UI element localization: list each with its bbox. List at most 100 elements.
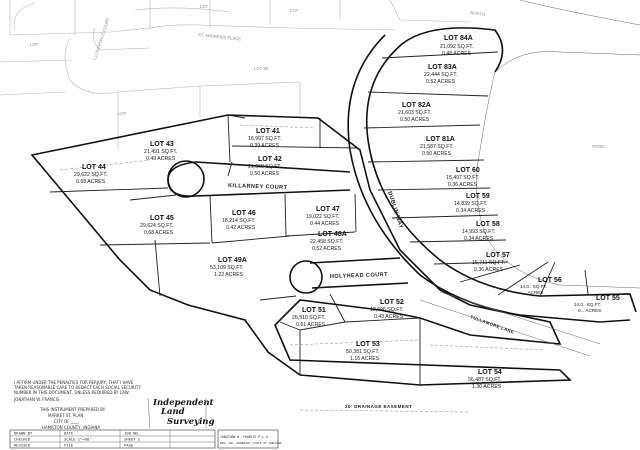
lot-sqft: 15,497 SQ.FT. [446,175,479,181]
lot-acres: 0.49 ACRES [146,156,176,162]
lot-lines-east [363,51,589,297]
lot-acres: .. ACRES [524,290,543,295]
lot-sqft: 16,997 SQ.FT. [248,136,281,142]
setback-lines [59,124,546,351]
lot-name: LOT 41 [256,128,280,135]
lot-name: LOT 54 [478,369,502,376]
prepared-by-block: THIS INSTRUMENT PREPARED BY MARKET ST. P… [39,407,106,430]
title-cell: JOB NO. [124,431,140,436]
background-existing-lots [0,0,640,150]
lot-acres: 0.42 ACRES [226,225,256,231]
lot-58: LOT 58 14,993 SQ.FT. 0.34 ACRES [462,221,500,242]
lot-48a: LOT 48A 22,458 SQ.FT. 0.52 ACRES [310,231,347,252]
lot-54: LOT 54 56,487 SQ.FT. 1.30 ACRES [468,369,502,390]
lot-sqft: 14,839 SQ.FT. [454,201,487,207]
lot-name: LOT 49A [218,257,247,264]
note-signature: JONATHAN W. FRANCIS [13,397,60,402]
title-block: DRAWN BY DATE JOB NO. CHECKED SCALE 1"=6… [9,429,282,449]
lot-51: LOT 51 26,510 SQ.FT. 0.61 ACRES [292,307,326,328]
lot-57: LOT 57 15,711 SQ.FT. 0.36 ACRES [472,252,510,273]
lot-name: LOT 59 [466,193,490,200]
lot-name: LOT 46 [232,210,256,217]
lot-name: LOT 45 [150,215,174,222]
lot-sqft: 15,711 SQ.FT. [472,260,505,266]
lot-acres: 0... ACRES [578,308,601,313]
lot-name: LOT 83A [428,64,457,71]
title-cell: PAGE [124,443,134,448]
lot-81a: LOT 81A 21,587 SQ.FT. 0.50 ACRES [420,136,455,157]
lot-sqft: 14,0.. SQ.FT. [520,284,547,289]
lot-sqft: 53,109 SQ.FT. [210,265,243,271]
lot-acres: 0.50 ACRES [250,171,280,177]
lot-56: LOT 56 14,0.. SQ.FT. .. ACRES [520,277,562,295]
lot-sqft: 29,622 SQ.FT. [74,172,107,178]
lot-name: LOT 43 [150,141,174,148]
lot-acres: 0.39 ACRES [250,143,280,149]
lot-44: LOT 44 29,622 SQ.FT. 0.68 ACRES [74,164,107,185]
lot-sqft: 21,603 SQ.FT. [398,110,431,116]
lot-sqft: 22,444 SQ.FT. [424,72,457,78]
lot-sqft: 18,696 SQ.FT. [370,307,403,313]
lot-41: LOT 41 16,997 SQ.FT. 0.39 ACRES [248,128,281,149]
easement-label: 20' DRAINAGE EASEMENT [345,404,412,409]
lot-60: LOT 60 15,497 SQ.FT. 0.36 ACRES [446,167,480,188]
lot-46: LOT 46 18,214 SQ.FT. 0.42 ACRES [222,210,256,231]
redaction-affirmation-note: I AFFIRM UNDER THE PENALTIES FOR PERJURY… [13,380,141,402]
lot-name: LOT 57 [486,252,510,259]
lot-acres: 0.48 ACRES [442,51,472,57]
lot-acres: 0.50 ACRES [422,151,452,157]
logo-text: Surveying [167,417,214,427]
title-cell: REVISED [14,443,31,448]
lot-acres: 0.36 ACRES [448,182,478,188]
lot-name: LOT 56 [538,277,562,284]
lot-acres: 0.43 ACRES [374,314,404,320]
title-cell: SCALE 1"=60' [64,437,91,442]
lot-acres: 0.34 ACRES [456,208,486,214]
title-cell: FILE [64,443,74,448]
lot-name: LOT 60 [456,167,480,174]
surveyor-registration: REG. NO. 20900107 STATE OF INDIANA [220,441,282,445]
lot-49a: LOT 49A 53,109 SQ.FT. 1.22 ACRES [210,257,247,278]
surveyor-logo: Independent Land Surveying [147,397,214,429]
lot-acres: 0.36 ACRES [474,267,504,273]
title-cell: DATE [64,431,74,436]
holyhead-court [309,257,409,289]
lot-sqft: 19,022 SQ.FT. [306,214,339,220]
lot-sqft: 21,660 SQ.FT. [248,164,281,170]
lot-name: LOT 58 [476,221,500,228]
lot-sqft: 26,510 SQ.FT. [292,315,325,321]
lot-name: LOT 81A [426,136,455,143]
logo-text: Independent [152,398,214,408]
lot-sqft: 29,624 SQ.FT. [140,223,173,229]
lot-acres: 0.68 ACRES [144,230,174,236]
lot-59: LOT 59 14,839 SQ.FT. 0.34 ACRES [454,193,490,214]
street-st-andrews: ST. ANDREWS PLACE [198,32,242,42]
lot-acres: 0.50 ACRES [400,117,430,123]
title-cell: DRAWN BY [14,431,33,436]
lot-55: LOT 55 14,0.. SQ.FT. 0... ACRES [574,295,620,313]
prepared-line: HAMILTON COUNTY, INDIANA [42,425,100,430]
lot-42: LOT 42 21,660 SQ.FT. 0.50 ACRES [248,156,282,177]
lot-sqft: 50,381 SQ.FT. [346,349,379,355]
lot-acres: 1.30 ACRES [472,384,502,390]
lot-name: LOT 51 [302,307,326,314]
lot-name: LOT 84A [444,35,473,42]
lot-name: LOT 53 [356,341,380,348]
street-cloverdale: CLOVERDALE COURT [92,16,111,60]
street-north: NORTH [470,10,485,17]
bg-lot-label: LOT [200,4,209,9]
note-line: I AFFIRM UNDER THE PENALTIES FOR PERJURY… [14,380,134,385]
lot-83a: LOT 83A 22,444 SQ.FT. 0.52 ACRES [424,64,457,85]
lot-acres: 0.52 ACRES [426,79,456,85]
killarney-cul-de-sac [167,160,205,198]
lot-sqft: 18,214 SQ.FT. [222,218,255,224]
plat-boundary [30,114,572,386]
lane-edge [419,291,601,357]
logo-text: Land [160,407,185,417]
lot-sqft: 14,993 SQ.FT. [462,229,495,235]
bg-lot-label: LOT [30,42,39,47]
lot-name: LOT 52 [380,299,404,306]
street-lane: TULLAMORE LANE [470,314,515,335]
lot-acres: 0.68 ACRES [76,179,106,185]
lot-name: LOT 47 [316,206,340,213]
